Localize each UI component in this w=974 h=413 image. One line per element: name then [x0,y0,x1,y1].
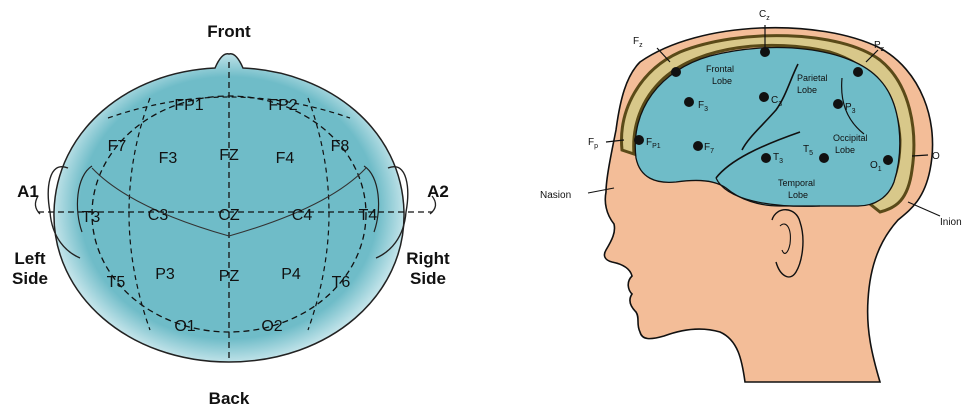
inion-pointer [908,202,940,216]
left-side-label-line1: Left [14,249,46,268]
label-fp: Fp [588,137,598,150]
left-side-label-line2: Side [12,269,48,288]
electrode-p4: P4 [281,266,301,283]
occipital-lobe-line1: Occipital [833,133,868,143]
temporal-lobe-line2: Lobe [788,190,808,200]
electrode-fp1: FP1 [174,97,203,114]
top-view: Front Back A1 A2 Left Side Right Side FP… [12,22,450,408]
electrode-pz: PZ [219,268,240,285]
occipital-lobe-line2: Lobe [835,145,855,155]
dot-f3 [684,97,694,107]
electrode-f4: F4 [276,150,295,167]
label-cz: Cz [759,9,770,22]
front-label: Front [207,22,251,41]
frontal-lobe-line2: Lobe [712,76,732,86]
dot-fz [671,67,681,77]
parietal-lobe-line1: Parietal [797,73,828,83]
label-o: O [932,151,940,162]
electrode-fz: FZ [219,147,239,164]
electrode-f3: F3 [159,150,178,167]
nasion-label: Nasion [540,190,571,201]
electrode-t5: T5 [107,274,126,291]
dot-t3 [761,153,771,163]
side-view: Cz Fz Pz Fp FP1 F3 F7 C3 P3 T3 T5 O1 O F… [540,9,962,382]
electrode-c3: C3 [148,207,169,224]
parietal-lobe-line2: Lobe [797,85,817,95]
dot-p3 [833,99,843,109]
electrode-fp2: FP2 [268,97,297,114]
dot-c3 [759,92,769,102]
electrode-t3: T3 [82,209,101,226]
electrode-o2: O2 [261,318,282,335]
right-side-label-line2: Side [410,269,446,288]
dot-fp1 [634,135,644,145]
back-label: Back [209,389,250,408]
electrode-cz: CZ [218,207,240,224]
electrode-f8: F8 [331,138,350,155]
electrode-f7: F7 [108,138,127,155]
dot-o1 [883,155,893,165]
electrode-c4: C4 [292,207,313,224]
electrode-o1: O1 [174,318,195,335]
inion-label: Inion [940,217,962,228]
a1-label: A1 [17,182,39,201]
frontal-lobe-line1: Frontal [706,64,734,74]
label-fz: Fz [633,36,643,49]
electrode-t4: T4 [359,207,378,224]
right-side-label-line1: Right [406,249,450,268]
electrode-t6: T6 [332,274,351,291]
a2-label: A2 [427,182,449,201]
dot-cz [760,47,770,57]
electrode-p3: P3 [155,266,175,283]
dot-f7 [693,141,703,151]
dot-t5 [819,153,829,163]
temporal-lobe-line1: Temporal [778,178,815,188]
dot-pz [853,67,863,77]
